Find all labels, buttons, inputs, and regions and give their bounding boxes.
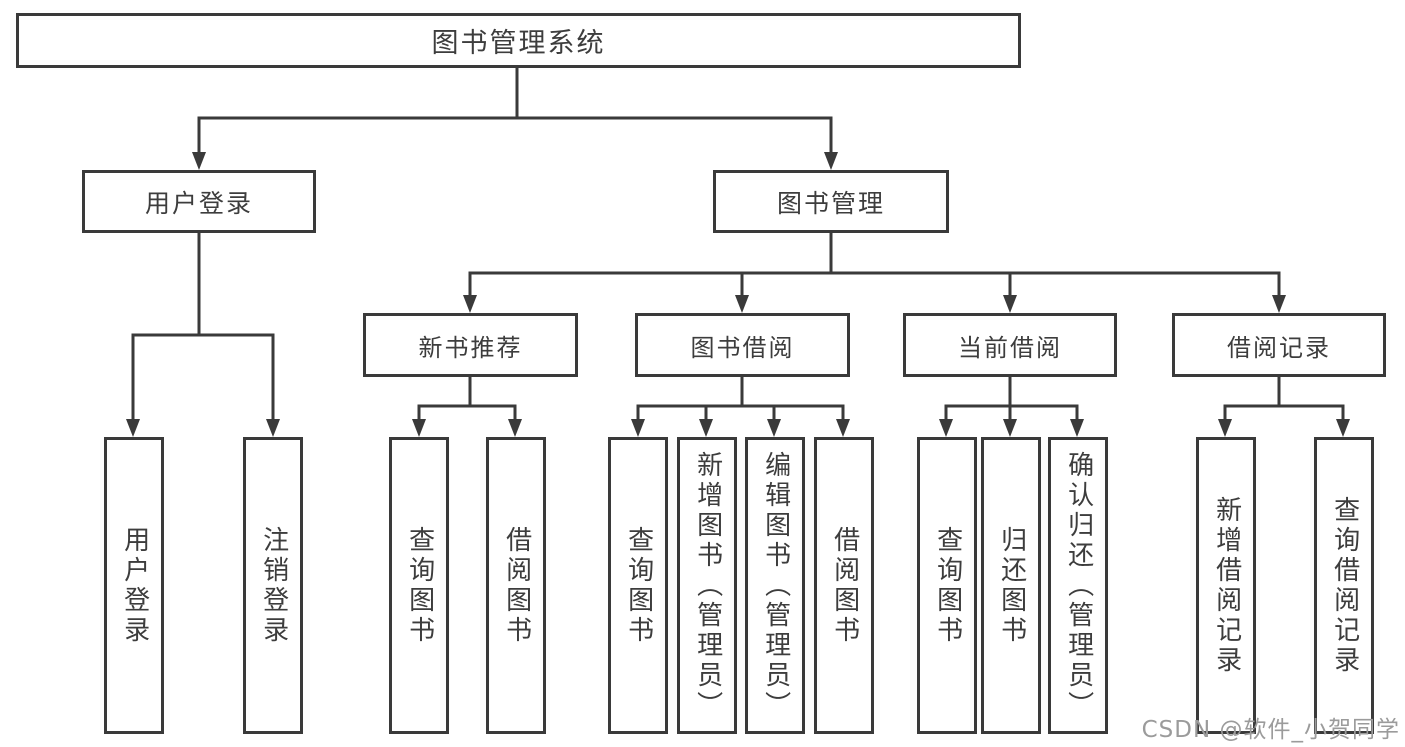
arrowhead-icon bbox=[1272, 295, 1286, 313]
node-borrow-records: 借阅记录 bbox=[1172, 313, 1386, 377]
leaf-cb-return-book: 归还图书 bbox=[981, 437, 1041, 734]
connector-user-login-to-leaves bbox=[126, 231, 280, 437]
leaf-bb-borrow-book-label: 借阅图书 bbox=[829, 525, 860, 646]
leaf-bb-add-book: 新增图书（管理员） bbox=[677, 437, 737, 734]
node-current-borrow-label: 当前借阅 bbox=[958, 333, 1062, 362]
arrowhead-icon bbox=[824, 152, 838, 170]
node-book-borrow-label: 图书借阅 bbox=[690, 333, 795, 362]
node-root-label: 图书管理系统 bbox=[431, 28, 606, 59]
leaf-br-add-record: 新增借阅记录 bbox=[1196, 437, 1256, 734]
connector-book-mgmt-to-level3 bbox=[463, 231, 1286, 313]
arrowhead-icon bbox=[192, 152, 206, 170]
connector-borrow-records-to-leaves bbox=[1218, 375, 1350, 437]
leaf-bb-query-book: 查询图书 bbox=[608, 437, 668, 734]
leaf-rec-query-book-label: 查询图书 bbox=[404, 525, 435, 646]
arrowhead-icon bbox=[412, 419, 426, 437]
leaf-bb-add-book-label: 新增图书（管理员） bbox=[692, 450, 723, 721]
leaf-rec-borrow-book: 借阅图书 bbox=[486, 437, 546, 734]
node-borrow-records-label: 借阅记录 bbox=[1227, 333, 1331, 362]
arrowhead-icon bbox=[463, 295, 477, 313]
leaf-bb-edit-book: 编辑图书（管理员） bbox=[745, 437, 805, 734]
node-root: 图书管理系统 bbox=[16, 13, 1021, 68]
leaf-cb-return-book-label: 归还图书 bbox=[996, 525, 1027, 646]
leaf-user-login-label: 用户登录 bbox=[119, 525, 150, 646]
leaf-rec-query-book: 查询图书 bbox=[389, 437, 449, 734]
leaf-cb-query-book-label: 查询图书 bbox=[932, 525, 963, 646]
leaf-user-login: 用户登录 bbox=[104, 437, 164, 734]
arrowhead-icon bbox=[735, 295, 749, 313]
arrowhead-icon bbox=[1003, 295, 1017, 313]
arrowhead-icon bbox=[631, 419, 645, 437]
arrowhead-icon bbox=[939, 419, 953, 437]
leaf-bb-edit-book-label: 编辑图书（管理员） bbox=[760, 450, 791, 721]
node-new-book-rec-label: 新书推荐 bbox=[418, 333, 523, 362]
arrowhead-icon bbox=[1003, 419, 1017, 437]
arrowhead-icon bbox=[126, 419, 140, 437]
leaf-cb-confirm-return: 确认归还（管理员） bbox=[1048, 437, 1108, 734]
leaf-logout: 注销登录 bbox=[243, 437, 303, 734]
node-book-borrow: 图书借阅 bbox=[635, 313, 850, 377]
leaf-cb-confirm-return-label: 确认归还（管理员） bbox=[1063, 450, 1094, 721]
node-new-book-rec: 新书推荐 bbox=[363, 313, 578, 377]
node-user-login: 用户登录 bbox=[82, 170, 316, 233]
arrowhead-icon bbox=[508, 419, 522, 437]
arrowhead-icon bbox=[266, 419, 280, 437]
node-book-mgmt: 图书管理 bbox=[713, 170, 949, 233]
watermark: CSDN @软件_小贺同学 bbox=[1141, 717, 1400, 743]
node-current-borrow: 当前借阅 bbox=[903, 313, 1117, 377]
leaf-bb-query-book-label: 查询图书 bbox=[623, 525, 654, 646]
leaf-br-query-record-label: 查询借阅记录 bbox=[1329, 495, 1360, 676]
leaf-br-query-record: 查询借阅记录 bbox=[1314, 437, 1374, 734]
connector-root-to-level2 bbox=[192, 66, 838, 170]
node-book-mgmt-label: 图书管理 bbox=[776, 188, 885, 218]
leaf-br-add-record-label: 新增借阅记录 bbox=[1211, 495, 1242, 676]
leaf-rec-borrow-book-label: 借阅图书 bbox=[501, 525, 532, 646]
connector-current-borrow-to-leaves bbox=[939, 375, 1084, 437]
arrowhead-icon bbox=[1070, 419, 1084, 437]
node-user-login-label: 用户登录 bbox=[144, 188, 253, 218]
leaf-cb-query-book: 查询图书 bbox=[917, 437, 977, 734]
arrowhead-icon bbox=[836, 419, 850, 437]
arrowhead-icon bbox=[767, 419, 781, 437]
arrowhead-icon bbox=[699, 419, 713, 437]
leaf-logout-label: 注销登录 bbox=[258, 525, 289, 646]
connector-book-borrow-to-leaves bbox=[631, 375, 850, 437]
connector-new-book-rec-to-leaves bbox=[412, 375, 522, 437]
arrowhead-icon bbox=[1336, 419, 1350, 437]
arrowhead-icon bbox=[1218, 419, 1232, 437]
leaf-bb-borrow-book: 借阅图书 bbox=[814, 437, 874, 734]
